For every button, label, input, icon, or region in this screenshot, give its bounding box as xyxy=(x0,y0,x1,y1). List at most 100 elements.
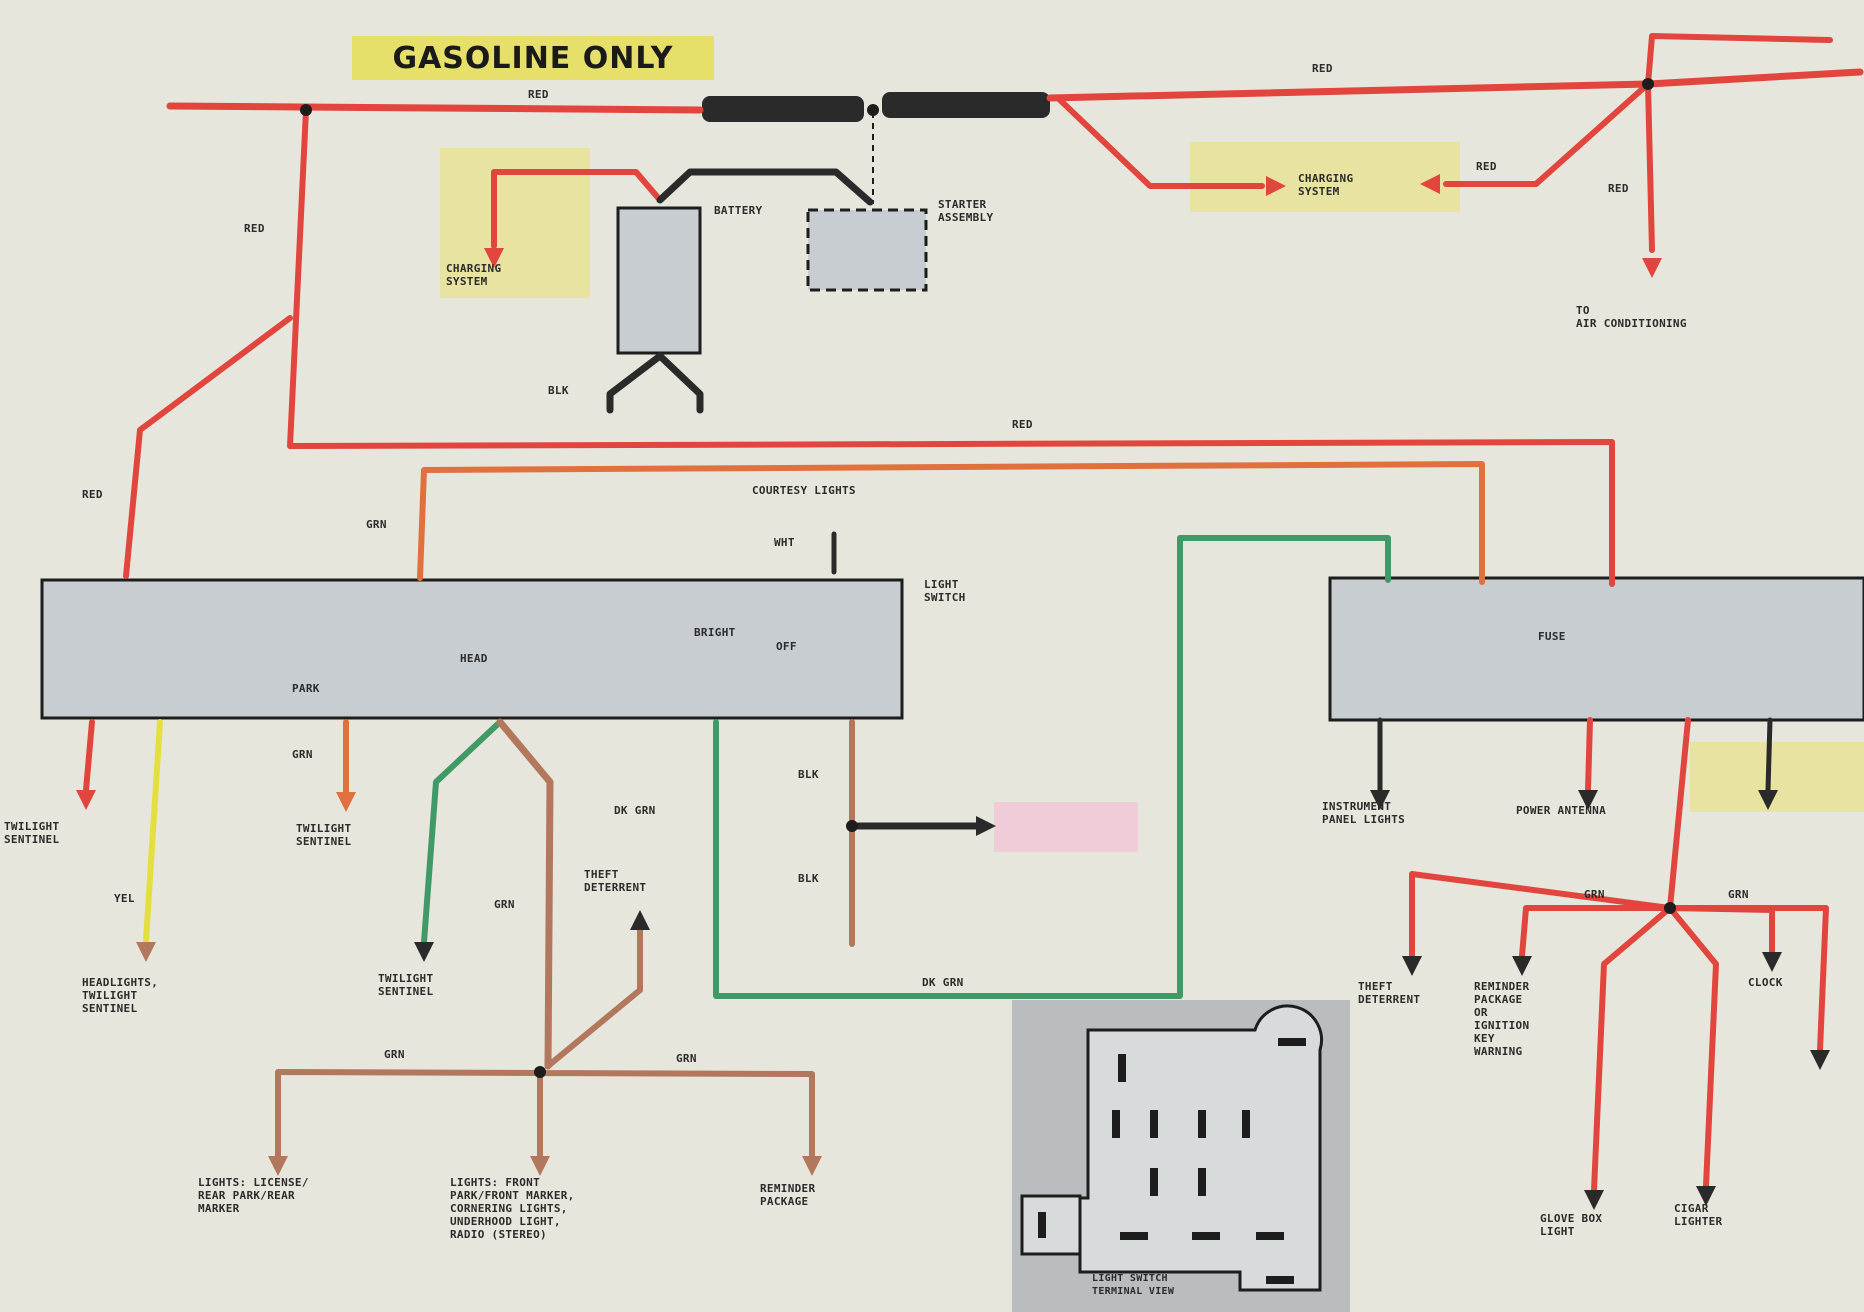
starter-assembly xyxy=(806,208,928,292)
splice-brown-dot xyxy=(534,1066,546,1078)
wire-label-yel: YEL xyxy=(114,892,135,905)
wire-red-power-antenna xyxy=(1585,717,1593,793)
arrow-license xyxy=(268,1156,288,1176)
wire-label-red-top: RED xyxy=(1312,62,1333,75)
theft-deterrent-left-label: THEFT DETERRENT xyxy=(584,868,647,894)
terminal-pin xyxy=(1150,1168,1158,1196)
arrow-theft-left xyxy=(630,910,650,930)
diagram-title: GASOLINE ONLY xyxy=(392,40,674,76)
wire-label-red-lower: RED xyxy=(82,488,103,501)
terminal-pin xyxy=(1038,1212,1046,1238)
link-junction-dot xyxy=(867,104,879,116)
terminal-pin xyxy=(1256,1232,1284,1240)
arrow-instrument xyxy=(1370,790,1390,810)
wire-red-twilight-left xyxy=(83,719,95,793)
wire-label-red-mid: RED xyxy=(1012,418,1033,431)
courtesy-lights-label: COURTESY LIGHTS xyxy=(752,484,856,497)
switch-park-label: PARK xyxy=(292,682,320,695)
lights-license-label: LIGHTS: LICENSE/ REAR PARK/REAR MARKER xyxy=(198,1176,309,1215)
wire-red-battery xyxy=(491,169,663,249)
power-antenna-label: POWER ANTENNA xyxy=(1516,804,1606,817)
arrow-charging-battery xyxy=(484,248,504,268)
arrow-twilight-left xyxy=(76,790,96,810)
battery xyxy=(616,206,702,355)
terminal-pin xyxy=(1192,1232,1220,1240)
terminal-view-tab xyxy=(1020,1194,1082,1256)
twilight-sentinel-c-label: TWILIGHT SENTINEL xyxy=(378,972,434,998)
terminal-view-outline xyxy=(1078,1004,1323,1292)
fusible-link-a xyxy=(702,96,864,122)
wire-label-blk-c: BLK xyxy=(548,384,569,397)
wire-label-blk-a: BLK xyxy=(798,768,819,781)
fuse-label: FUSE xyxy=(1538,630,1566,643)
switch-off-label: OFF xyxy=(776,640,797,653)
splice-fan-dot xyxy=(1664,902,1676,914)
wire-brown-main xyxy=(496,718,554,1070)
starter-assembly-label: STARTER ASSEMBLY xyxy=(938,198,994,224)
wire-red-to-ac xyxy=(1645,81,1655,253)
terminal-pin xyxy=(1112,1110,1120,1138)
highlight-console xyxy=(1690,742,1864,812)
arrow-glove xyxy=(1584,1190,1604,1210)
wire-black-battery-link xyxy=(656,168,874,206)
charging-system-left-label: CHARGING SYSTEM xyxy=(446,262,502,288)
terminal-pin xyxy=(1198,1110,1206,1138)
wire-label-red-charging: RED xyxy=(1476,160,1497,173)
charging-system-right-label: CHARGING SYSTEM xyxy=(1298,172,1354,198)
theft-deterrent-right-label: THEFT DETERRENT xyxy=(1358,980,1421,1006)
wire-brown-theft-left xyxy=(545,927,643,1069)
highlight-ground-distribution xyxy=(994,802,1138,852)
wire-yellow-headlights xyxy=(143,719,163,943)
wire-black-fuse-console xyxy=(1765,717,1773,793)
arrow-reminder-right xyxy=(1512,956,1532,976)
wire-label-grn-b: GRN xyxy=(494,898,515,911)
terminal-pin xyxy=(1118,1054,1126,1082)
arrow-charging-right xyxy=(1420,174,1440,194)
terminal-pin xyxy=(1120,1232,1148,1240)
wire-label-blk-b: BLK xyxy=(798,872,819,885)
lights-front-label: LIGHTS: FRONT PARK/FRONT MARKER, CORNERI… xyxy=(450,1176,575,1241)
twilight-sentinel-a-label: TWILIGHT SENTINEL xyxy=(4,820,60,846)
arrow-twilight-right xyxy=(1810,1050,1830,1070)
wire-label-wht: WHT xyxy=(774,536,795,549)
wire-red-diagonal-to-switch xyxy=(123,315,293,579)
wire-label-grn-top: GRN xyxy=(366,518,387,531)
splice-top-dot xyxy=(300,104,312,116)
terminal-pin xyxy=(1198,1168,1206,1196)
glove-box-light-label: GLOVE BOX LIGHT xyxy=(1540,1212,1603,1238)
wire-label-grn-c: GRN xyxy=(384,1048,405,1061)
splice-ground-dot xyxy=(846,820,858,832)
wire-label-grn-d: GRN xyxy=(676,1052,697,1065)
wire-label-grn-a: GRN xyxy=(292,748,313,761)
arrow-ac xyxy=(1642,258,1662,278)
wire-red-to-right-charging xyxy=(1443,81,1651,187)
wire-red-ac-riser xyxy=(1645,33,1833,87)
diagram-title-box: GASOLINE ONLY xyxy=(352,36,714,80)
wire-orange-courtesy-loop xyxy=(417,461,1485,585)
terminal-pin xyxy=(1242,1110,1250,1138)
arrow-front xyxy=(530,1156,550,1176)
wire-label-red-ac: RED xyxy=(1608,182,1629,195)
wire-label-grn-e: GRN xyxy=(1584,888,1605,901)
terminal-pin xyxy=(1278,1038,1306,1046)
arrow-cigar xyxy=(1696,1186,1716,1206)
wire-green-brown-twilight xyxy=(421,719,503,945)
arrow-charging-left xyxy=(1266,176,1286,196)
wire-label-red-left: RED xyxy=(244,222,265,235)
cigar-lighter-label: CIGAR LIGHTER xyxy=(1674,1202,1723,1228)
twilight-sentinel-b-label: TWILIGHT SENTINEL xyxy=(296,822,352,848)
switch-head-label: HEAD xyxy=(460,652,488,665)
air-conditioning-label: TO AIR CONDITIONING xyxy=(1576,304,1687,330)
battery-label: BATTERY xyxy=(714,204,763,217)
wire-red-fuse-fanout xyxy=(1409,717,1829,1193)
arrow-power-antenna xyxy=(1578,790,1598,810)
reminder-package-bottom-label: REMINDER PACKAGE xyxy=(760,1182,816,1208)
arrow-theft-right xyxy=(1402,956,1422,976)
clock-label: CLOCK xyxy=(1748,976,1783,989)
headlights-label: HEADLIGHTS, TWILIGHT SENTINEL xyxy=(82,976,159,1015)
reminder-package-right-label: REMINDER PACKAGE OR IGNITION KEY WARNING xyxy=(1474,980,1530,1058)
arrow-clock xyxy=(1762,952,1782,972)
arrow-twilight-mid xyxy=(336,792,356,812)
arrow-ground-dist xyxy=(976,816,996,836)
